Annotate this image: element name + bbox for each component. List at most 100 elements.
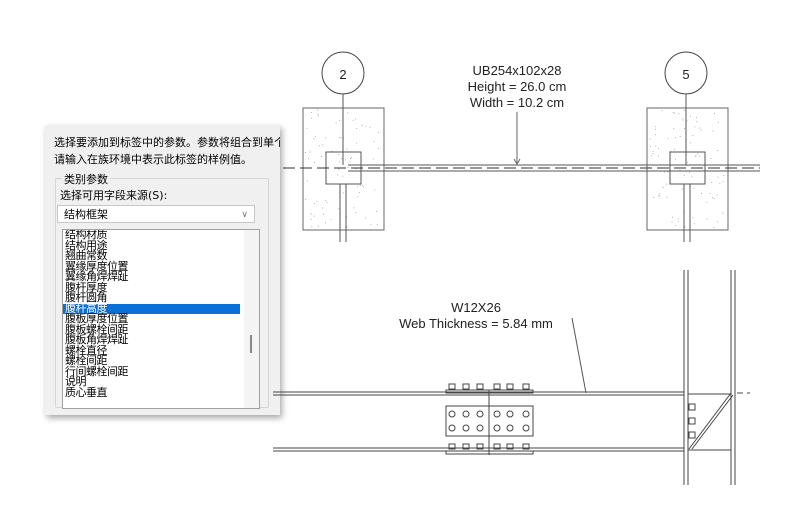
- concrete-hatch-dot: [338, 208, 340, 210]
- concrete-hatch-dot: [682, 118, 684, 120]
- concrete-hatch-dot: [667, 138, 669, 140]
- bolt-hole: [462, 424, 470, 432]
- parameter-list-item[interactable]: 腹板厚度位置: [65, 312, 129, 325]
- concrete-hatch-dot: [346, 148, 348, 150]
- concrete-hatch-dot: [373, 140, 375, 142]
- concrete-hatch-dot: [316, 200, 318, 202]
- concrete-hatch-dot: [310, 213, 312, 215]
- concrete-hatch-dot: [693, 187, 695, 189]
- concrete-hatch-dot: [661, 109, 663, 111]
- concrete-hatch-dot: [305, 151, 307, 153]
- elevation-view: W12X26 Web Thickness = 5.84 mm: [273, 270, 750, 485]
- concrete-hatch-dot: [352, 119, 354, 121]
- concrete-hatch-dot: [310, 117, 312, 119]
- parameter-list[interactable]: 结构材质结构用途翘曲常数翼缘厚度位置翼缘角焊焊趾腹杆厚度腹杆圆角腹杆高度腹板厚度…: [62, 229, 260, 409]
- concrete-hatch-dot: [699, 127, 701, 129]
- parameter-list-item[interactable]: 螺栓间距: [65, 354, 108, 367]
- concrete-hatch-dot: [698, 155, 700, 157]
- concrete-hatch-dot: [716, 221, 718, 223]
- concrete-hatch-dot: [361, 125, 363, 127]
- concrete-hatch-dot: [335, 122, 337, 124]
- concrete-hatch-dot: [356, 185, 358, 187]
- source-dropdown[interactable]: 结构框架 ∨: [57, 205, 255, 223]
- flange-bolt: [476, 443, 484, 450]
- concrete-hatch-dot: [717, 121, 719, 123]
- scrollbar[interactable]: [244, 230, 259, 408]
- concrete-hatch-dot: [655, 145, 657, 147]
- concrete-hatch-dot: [651, 155, 653, 157]
- parameter-list-item[interactable]: 行间螺栓间距: [65, 364, 129, 378]
- parameter-list-item[interactable]: 翼缘角焊焊趾: [65, 270, 129, 283]
- concrete-hatch-dot: [673, 128, 675, 130]
- concrete-hatch-dot: [716, 150, 718, 152]
- concrete-hatch-dot: [376, 223, 378, 225]
- concrete-hatch-dot: [317, 225, 319, 227]
- parameter-list-item[interactable]: 结构材质: [65, 229, 108, 241]
- concrete-hatch-dot: [663, 171, 665, 173]
- concrete-hatch-dot: [682, 119, 684, 121]
- concrete-hatch-dot: [717, 176, 719, 178]
- plan-view: 2 5 UB254x102x28 Height = 26.0 cm Width …: [283, 51, 760, 242]
- concrete-hatch-dot: [679, 169, 681, 171]
- flange-bolt: [448, 443, 456, 450]
- grid-label-left: 2: [339, 67, 346, 82]
- parameter-list-item[interactable]: 说明: [65, 375, 87, 388]
- flange-bolt: [522, 383, 530, 390]
- parameter-list-item[interactable]: 螺栓直径: [65, 343, 108, 357]
- parameter-list-item[interactable]: 腹板角焊焊趾: [65, 333, 129, 346]
- concrete-hatch-dot: [709, 193, 711, 195]
- concrete-hatch-dot: [378, 131, 380, 133]
- connection-bolt: [688, 403, 696, 411]
- concrete-hatch-dot: [692, 217, 694, 219]
- instruction-text-2: 请输入在族环境中表示此标签的样例值。: [54, 153, 252, 166]
- concrete-hatch-dot: [706, 218, 708, 220]
- parameter-list-item[interactable]: 腹杆高度: [63, 303, 240, 314]
- parameter-list-item[interactable]: 翼缘厚度位置: [65, 259, 129, 273]
- concrete-footing-right: [646, 107, 729, 231]
- bolt-hole: [522, 410, 530, 418]
- concrete-hatch-dot: [678, 113, 680, 115]
- concrete-hatch-dot: [722, 212, 724, 214]
- parameter-list-item[interactable]: 质心垂直: [65, 385, 108, 399]
- base-plate-right: [669, 151, 706, 185]
- concrete-hatch-dot: [317, 109, 319, 111]
- flange-bolt: [506, 443, 514, 450]
- group-label: 类别参数: [62, 171, 110, 187]
- concrete-hatch-dot: [684, 127, 686, 129]
- concrete-hatch-dot: [355, 168, 357, 170]
- connection-bolt: [688, 431, 696, 439]
- parameter-list-item[interactable]: 腹板螺栓间距: [65, 322, 129, 336]
- concrete-hatch-dot: [365, 217, 367, 219]
- flange-bolt: [462, 383, 470, 390]
- flange-bolt: [462, 443, 470, 450]
- parameter-list-item[interactable]: 翘曲常数: [65, 249, 108, 262]
- concrete-hatch-dot: [695, 116, 697, 118]
- concrete-hatch-dot: [355, 118, 357, 120]
- parameter-list-item[interactable]: 结构用途: [65, 238, 108, 252]
- concrete-hatch-dot: [309, 151, 311, 153]
- concrete-hatch-dot: [671, 221, 673, 223]
- concrete-hatch-dot: [339, 120, 341, 122]
- concrete-hatch-dot: [321, 155, 323, 157]
- concrete-hatch-dot: [714, 112, 716, 114]
- concrete-hatch-dot: [679, 135, 681, 137]
- parameter-list-item[interactable]: 腹杆圆角: [65, 291, 108, 304]
- concrete-hatch-dot: [675, 158, 677, 160]
- concrete-hatch-dot: [345, 159, 347, 161]
- concrete-hatch-dot: [346, 226, 348, 228]
- concrete-hatch-dot: [689, 142, 691, 144]
- concrete-hatch-dot: [356, 142, 358, 144]
- concrete-hatch-dot: [696, 121, 698, 123]
- concrete-hatch-dot: [653, 197, 655, 199]
- concrete-hatch-dot: [713, 198, 715, 200]
- concrete-hatch-dot: [374, 189, 376, 191]
- concrete-hatch-dot: [666, 183, 668, 185]
- concrete-hatch-dot: [336, 174, 338, 176]
- concrete-hatch-dot: [359, 184, 361, 186]
- flange-bolt: [493, 443, 501, 450]
- concrete-hatch-dot: [723, 174, 725, 176]
- concrete-hatch-dot: [672, 112, 674, 114]
- scrollbar-thumb[interactable]: [250, 335, 252, 353]
- parameter-list-item[interactable]: 腹杆厚度: [65, 280, 108, 294]
- concrete-hatch-dot: [677, 218, 679, 220]
